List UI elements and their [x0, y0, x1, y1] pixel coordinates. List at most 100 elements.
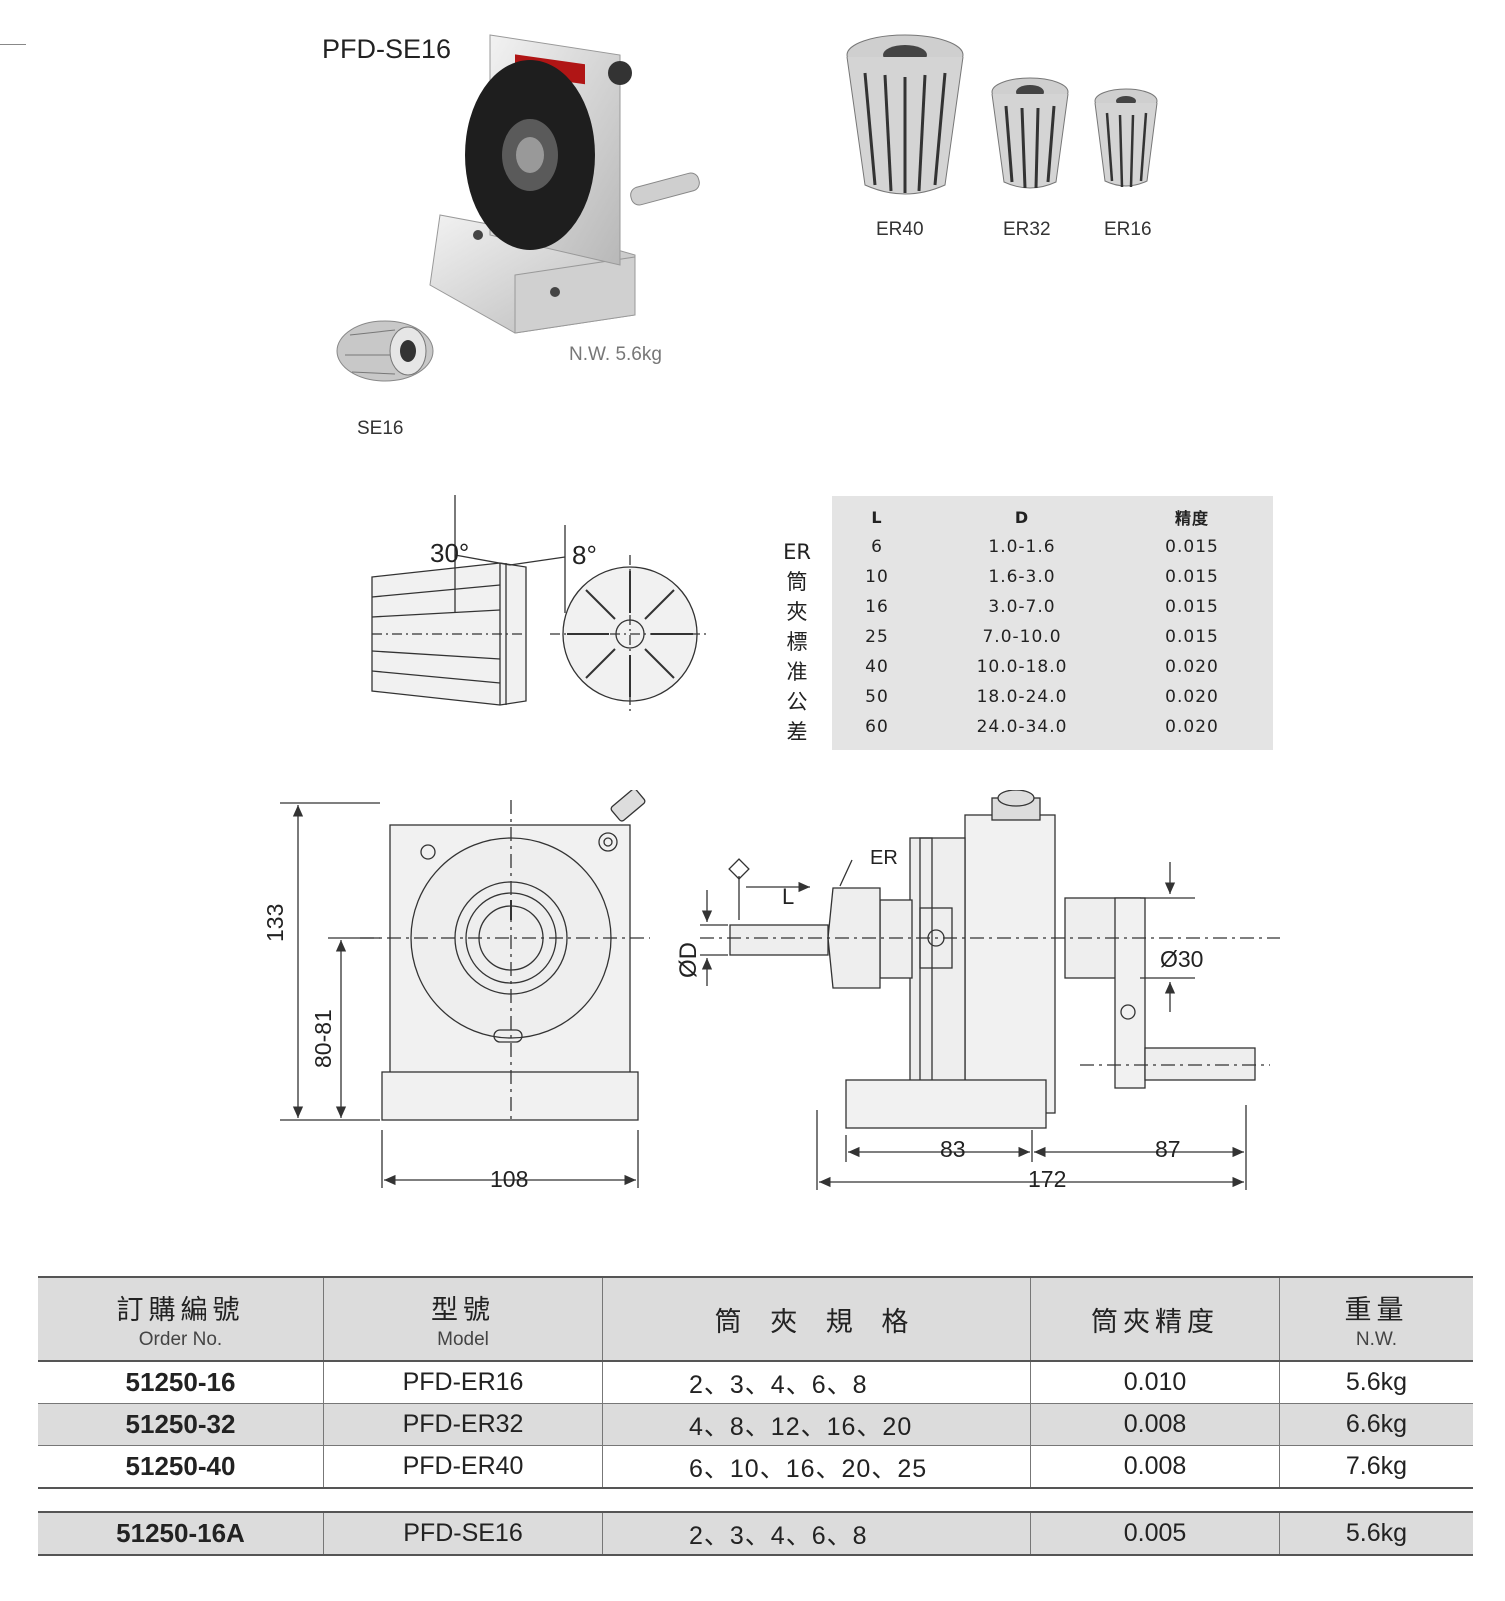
net-weight: N.W. 5.6kg: [569, 344, 662, 365]
order-no: 51250-40: [38, 1445, 324, 1489]
header-en: Model: [437, 1328, 489, 1350]
spec-header-row: L D 精度: [842, 502, 1252, 532]
header-zh: 筒 夾 規 格: [714, 1306, 919, 1338]
table-row: 51250-16A PFD-SE16 2、3、4、6、8 0.005 5.6kg: [38, 1512, 1473, 1556]
spec-side-char: ER: [783, 540, 811, 564]
angle-8-label: 8°: [572, 540, 597, 570]
accuracy: 0.010: [1030, 1361, 1280, 1404]
spec-side-label: ER 筒 夾 標 准 公 差: [772, 537, 822, 747]
model: PFD-SE16: [323, 1512, 603, 1556]
spec-cell: 40: [865, 657, 889, 677]
order-no: 51250-32: [38, 1403, 324, 1446]
er16-label: ER16: [1104, 219, 1152, 240]
spec-side-char: 夾: [786, 600, 808, 624]
spec-cell: 25: [865, 627, 889, 647]
weight: 5.6kg: [1279, 1361, 1473, 1404]
spec-cell: 0.020: [1165, 657, 1219, 677]
collet-spec: 2、3、4、6、8: [602, 1512, 1031, 1556]
dim-172: 172: [1028, 1166, 1067, 1192]
weight: 7.6kg: [1279, 1445, 1473, 1489]
spec-side-char: 公: [786, 690, 808, 714]
er32-label: ER32: [1003, 219, 1051, 240]
table-row: 51250-40 PFD-ER40 6、10、16、20、25 0.008 7.…: [38, 1445, 1473, 1489]
spec-cell: 10: [865, 567, 889, 587]
header-en: Order No.: [138, 1328, 223, 1350]
se16-label: SE16: [357, 418, 404, 439]
spec-cell: 0.015: [1165, 537, 1219, 557]
header-zh: 筒夾精度: [1091, 1306, 1219, 1338]
collet-spec: 4、8、12、16、20: [602, 1403, 1031, 1446]
dim-87: 87: [1155, 1136, 1181, 1162]
dim-width: 108: [490, 1166, 529, 1192]
spec-cell: 50: [865, 687, 889, 707]
spec-cell: 0.015: [1165, 627, 1219, 647]
collet-section-drawing: [371, 495, 710, 713]
header-en: N.W.: [1355, 1328, 1398, 1350]
dim-shaft-dia: Ø30: [1160, 946, 1204, 972]
spec-header-l: L: [871, 507, 883, 527]
spec-row: 25 7.0-10.0 0.015: [842, 622, 1252, 652]
spec-cell: 0.020: [1165, 717, 1219, 737]
spec-cell: 10.0-18.0: [976, 657, 1068, 677]
table-spacer: [38, 1488, 1473, 1513]
spec-cell: 16: [865, 597, 889, 617]
dim-d: ØD: [675, 942, 702, 978]
spec-row: 50 18.0-24.0 0.020: [842, 682, 1252, 712]
spec-side-char: 筒: [786, 570, 808, 594]
spec-cell: 18.0-24.0: [976, 687, 1068, 707]
dim-center-height: 80-81: [310, 1009, 336, 1068]
spec-cell: 0.015: [1165, 597, 1219, 617]
spec-header-d: D: [1014, 507, 1030, 527]
spec-cell: 1.6-3.0: [988, 567, 1056, 587]
collet-spec: 2、3、4、6、8: [602, 1361, 1031, 1404]
weight: 5.6kg: [1279, 1512, 1473, 1556]
table-row: 51250-32 PFD-ER32 4、8、12、16、20 0.008 6.6…: [38, 1403, 1473, 1446]
product-title: PFD-SE16: [322, 34, 452, 64]
spec-row: 16 3.0-7.0 0.015: [842, 592, 1252, 622]
header-zh: 型號: [431, 1294, 495, 1326]
spec-cell: 3.0-7.0: [988, 597, 1056, 617]
collet-spec: 6、10、16、20、25: [602, 1445, 1031, 1489]
accuracy: 0.008: [1030, 1403, 1280, 1446]
er32-collet-icon: [991, 77, 1069, 189]
model: PFD-ER16: [323, 1361, 603, 1404]
spec-row: 60 24.0-34.0 0.020: [842, 712, 1252, 742]
spec-row: 40 10.0-18.0 0.020: [842, 652, 1252, 682]
model: PFD-ER32: [323, 1403, 603, 1446]
margin-mark: [0, 44, 26, 45]
accuracy: 0.008: [1030, 1445, 1280, 1489]
spec-side-char: 標: [786, 630, 808, 654]
er40-label: ER40: [876, 219, 924, 240]
dim-height-total: 133: [262, 903, 288, 942]
spec-row: 10 1.6-3.0 0.015: [842, 562, 1252, 592]
er-collets-photo: [846, 34, 1158, 195]
angle-30-label: 30°: [430, 538, 470, 568]
spec-cell: 7.0-10.0: [982, 627, 1062, 647]
header-zh: 重量: [1344, 1294, 1409, 1326]
technical-drawing: [280, 790, 1280, 1190]
spec-header-accuracy: 精度: [1174, 509, 1209, 528]
table-row: 51250-16 PFD-ER16 2、3、4、6、8 0.010 5.6kg: [38, 1361, 1473, 1404]
se16-collet-photo: [336, 320, 434, 382]
spec-side-char: 准: [786, 660, 808, 684]
spec-side-char: 差: [786, 720, 808, 744]
er40-collet-icon: [846, 34, 964, 195]
header-zh: 訂購編號: [116, 1294, 245, 1326]
spec-cell: 0.015: [1165, 567, 1219, 587]
spec-cell: 0.020: [1165, 687, 1219, 707]
spec-cell: 6: [871, 537, 883, 557]
er16-collet-icon: [1094, 88, 1158, 188]
spec-cell: 60: [865, 717, 889, 737]
model: PFD-ER40: [323, 1445, 603, 1489]
fixture-photo: [429, 34, 700, 334]
dim-l: L: [782, 884, 795, 909]
weight: 6.6kg: [1279, 1403, 1473, 1446]
spec-cell: 24.0-34.0: [976, 717, 1068, 737]
